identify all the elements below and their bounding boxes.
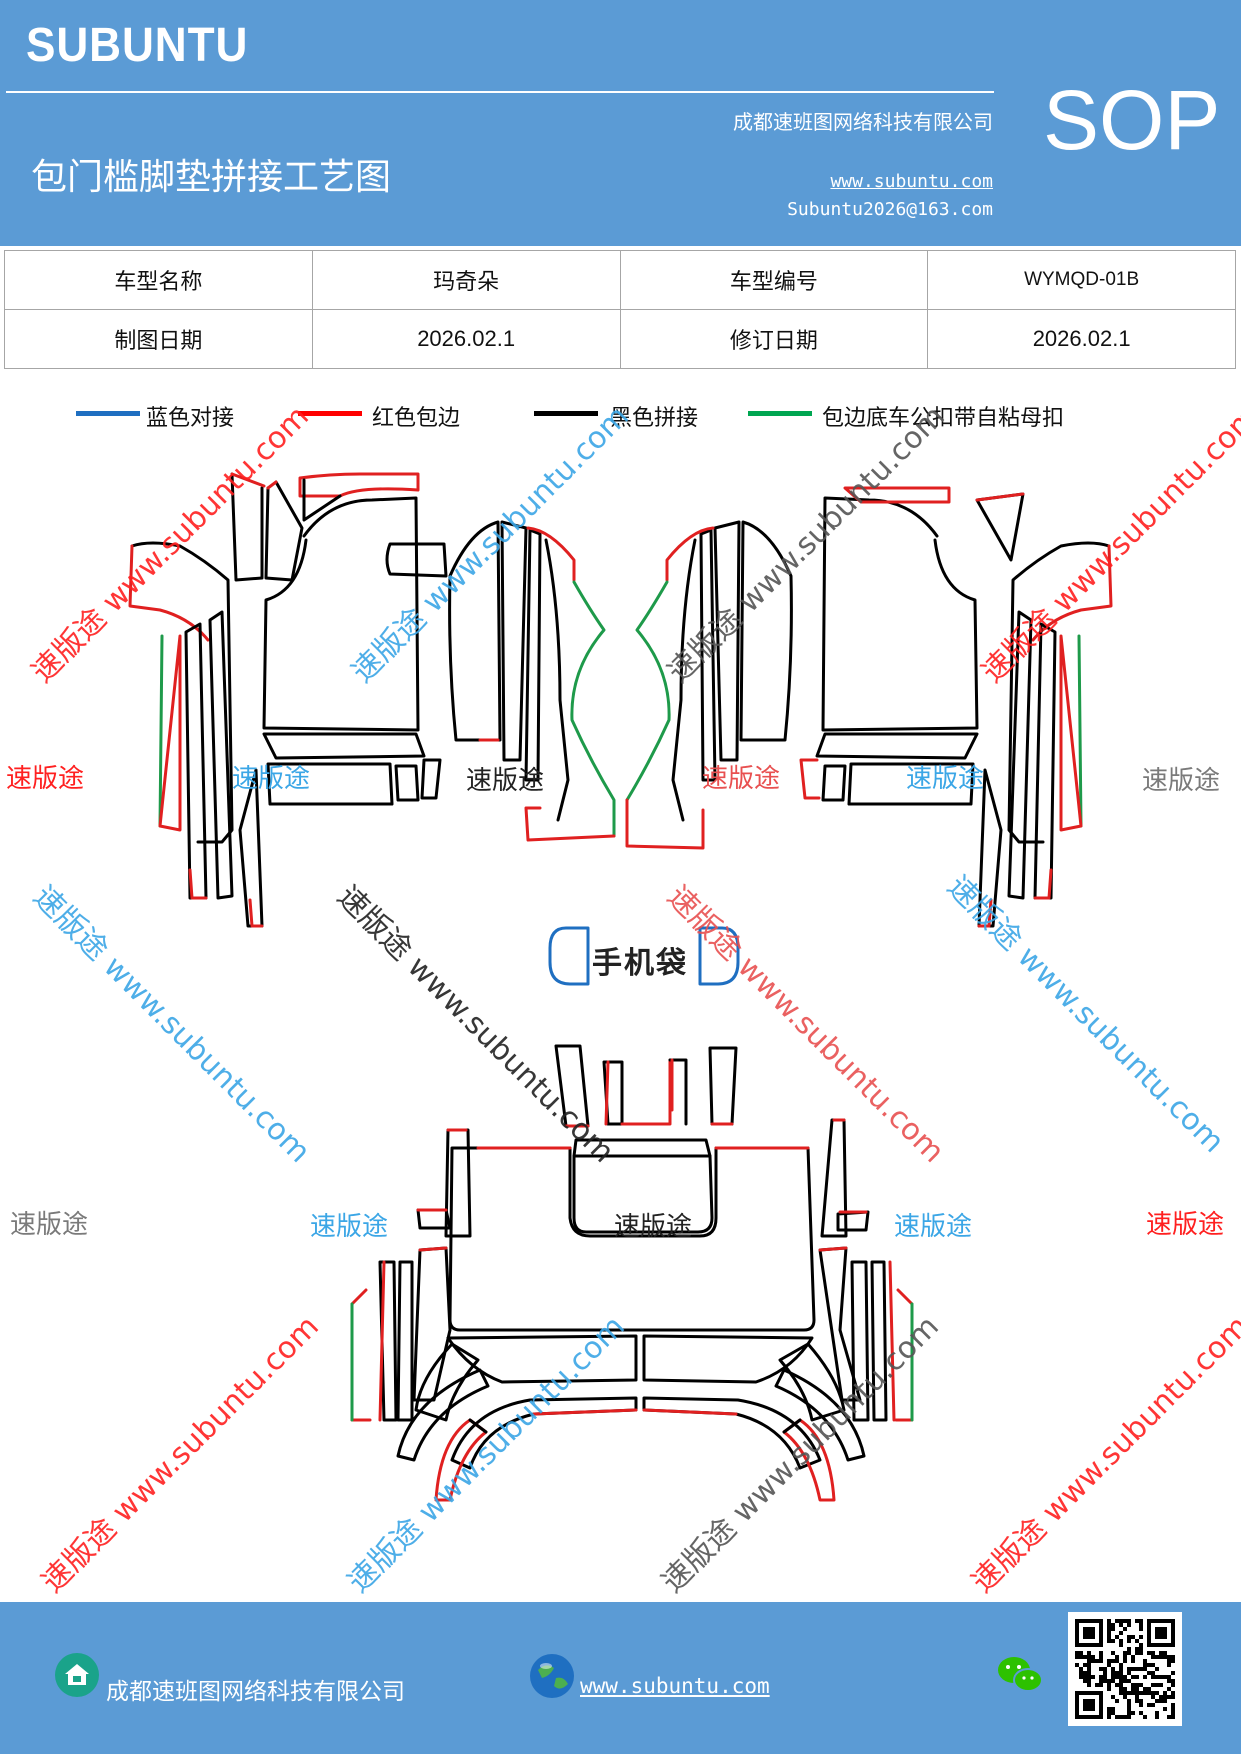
watermark-brand: 速版途 bbox=[906, 764, 985, 794]
legend-swatch-blue bbox=[76, 411, 140, 416]
phone-pocket-label: 手机袋 bbox=[592, 946, 688, 981]
brand-logo: SUBUNTU bbox=[26, 19, 249, 72]
table-row: 制图日期 2026.02.1 修订日期 2026.02.1 bbox=[4, 309, 1236, 369]
company-name: 成都速班图网络科技有限公司 bbox=[733, 110, 993, 134]
draw-date-label: 制图日期 bbox=[4, 309, 313, 369]
legend-label: 包边底车公扣带自粘母扣 bbox=[822, 406, 1065, 431]
footer-company: 成都速班图网络科技有限公司 bbox=[106, 1679, 405, 1705]
email-address[interactable]: Subuntu2026@163.com bbox=[787, 199, 993, 220]
watermark-brand: 速版途 bbox=[614, 1212, 693, 1242]
phone-pocket bbox=[548, 926, 740, 986]
legend-label: 红色包边 bbox=[372, 406, 461, 431]
revise-date-value: 2026.02.1 bbox=[927, 309, 1236, 369]
legend-swatch-green bbox=[748, 411, 812, 416]
header-divider bbox=[6, 91, 994, 93]
legend-label: 黑色拼接 bbox=[610, 406, 699, 431]
model-name-label: 车型名称 bbox=[4, 250, 313, 310]
watermark-brand: 速版途 bbox=[1142, 766, 1221, 796]
model-code-value: WYMQD-01B bbox=[927, 250, 1236, 310]
revise-date-label: 修订日期 bbox=[619, 309, 929, 369]
watermark-brand: 速版途 bbox=[702, 764, 781, 794]
rear-mat bbox=[350, 1044, 914, 1502]
model-name-value: 玛奇朵 bbox=[311, 250, 621, 310]
website-link[interactable]: www.subuntu.com bbox=[830, 171, 993, 192]
watermark-brand: 速版途 bbox=[1146, 1210, 1225, 1240]
globe-icon bbox=[530, 1654, 574, 1698]
legend-label: 蓝色对接 bbox=[146, 406, 235, 431]
page-title: 包门槛脚垫拼接工艺图 bbox=[31, 157, 392, 198]
front-right-mat bbox=[625, 486, 1113, 928]
qr-code bbox=[1068, 1612, 1182, 1726]
watermark-brand: 速版途 bbox=[466, 766, 545, 796]
draw-date-value: 2026.02.1 bbox=[311, 309, 621, 369]
wechat-icon[interactable] bbox=[996, 1654, 1044, 1696]
legend-item-red: 红色包边 bbox=[298, 400, 498, 440]
legend-item-green: 包边底车公扣带自粘母扣 bbox=[748, 400, 1128, 440]
watermark-brand: 速版途 bbox=[310, 1212, 389, 1242]
qr-code-pattern bbox=[1075, 1619, 1175, 1719]
front-left-mat bbox=[128, 472, 616, 928]
watermark-brand: 速版途 bbox=[10, 1210, 89, 1240]
watermark-brand: 速版途 bbox=[894, 1212, 973, 1242]
legend-item-blue: 蓝色对接 bbox=[76, 400, 276, 440]
footer-website-link[interactable]: www.subuntu.com bbox=[580, 1674, 770, 1698]
watermark-brand: 速版途 bbox=[232, 764, 311, 794]
table-row: 车型名称 玛奇朵 车型编号 WYMQD-01B bbox=[4, 250, 1236, 310]
sop-label: SOP bbox=[1043, 73, 1221, 167]
legend-swatch-black bbox=[534, 411, 598, 416]
model-code-label: 车型编号 bbox=[619, 250, 929, 310]
home-icon bbox=[55, 1653, 99, 1697]
header-banner: SUBUNTU 成都速班图网络科技有限公司 包门槛脚垫拼接工艺图 www.sub… bbox=[0, 0, 1241, 246]
legend-item-black: 黑色拼接 bbox=[534, 400, 734, 440]
watermark-brand: 速版途 bbox=[6, 764, 85, 794]
footer-bar: 成都速班图网络科技有限公司 www.subuntu.com bbox=[0, 1602, 1241, 1754]
vehicle-info-table: 车型名称 玛奇朵 车型编号 WYMQD-01B 制图日期 2026.02.1 修… bbox=[4, 250, 1236, 369]
legend-swatch-red bbox=[298, 411, 362, 416]
